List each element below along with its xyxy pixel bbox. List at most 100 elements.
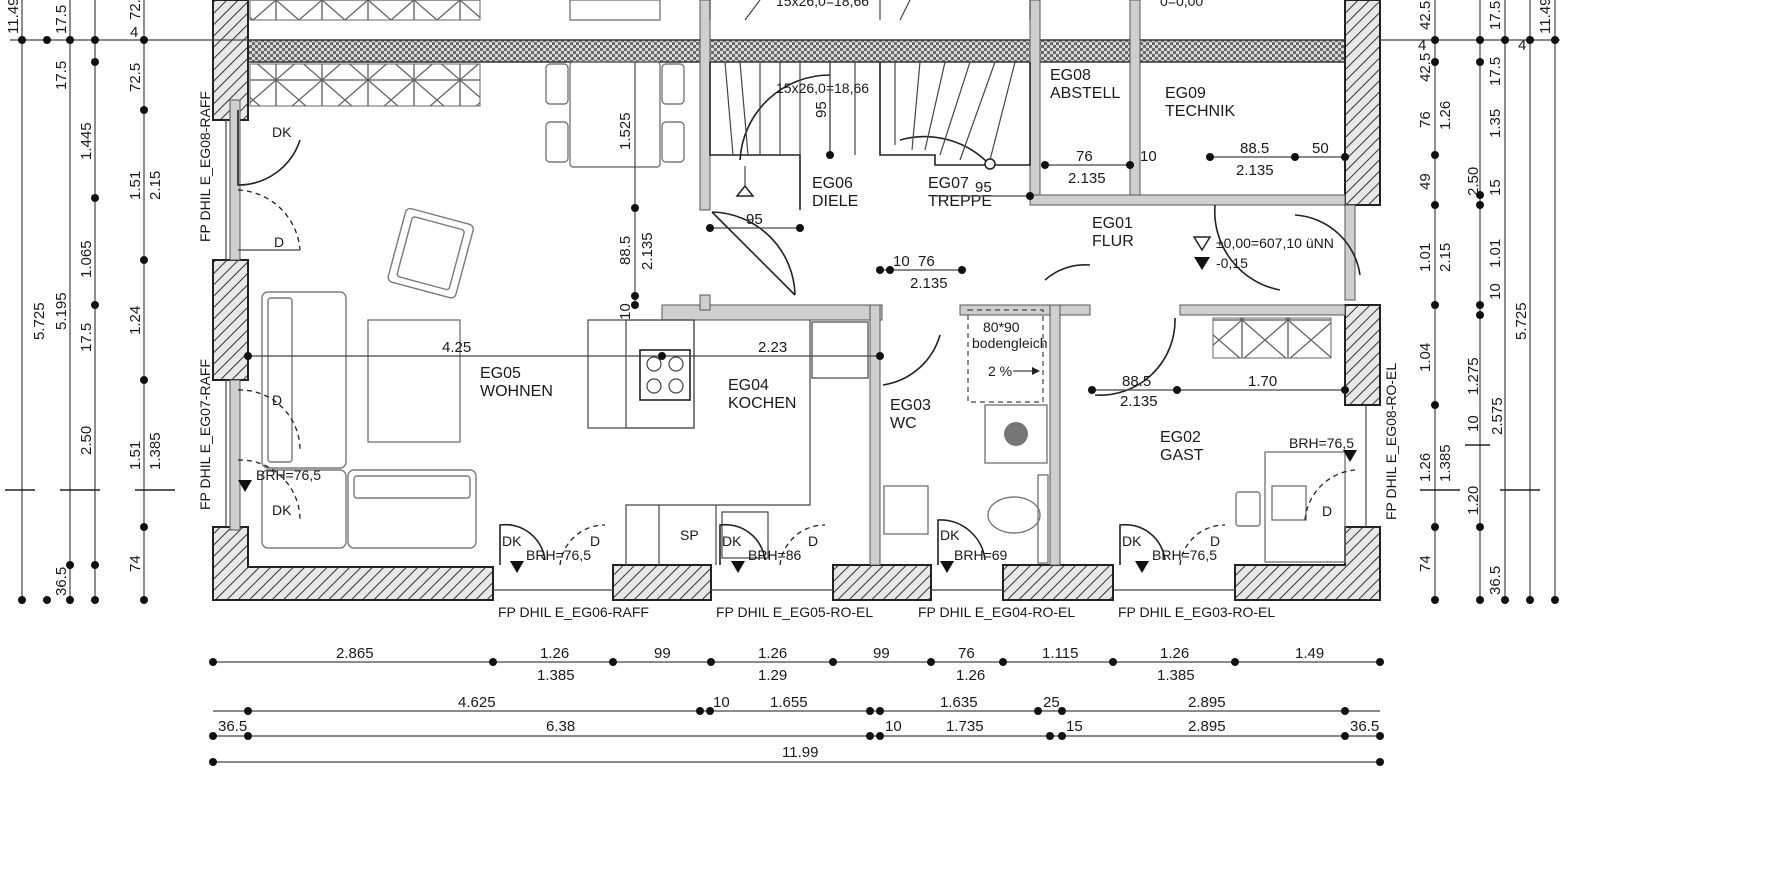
dim-label: 1.635 [940,694,978,711]
dim-label: 95 [813,101,830,118]
room-name-wohnen: WOHNEN [480,383,553,400]
d-label: D [1322,503,1332,519]
dim-label: 1.26 [1437,101,1454,130]
dim-label: 10 [1487,283,1504,300]
dim-label: 1.26 [956,667,985,684]
dim-label: 17.5 [1487,57,1504,86]
dim-label: 6.38 [546,718,575,735]
room-code-treppe: EG07 [928,175,969,192]
dim-label: 95 [746,211,763,228]
room-code-flur: EG01 [1092,215,1133,232]
dim-label: 1.065 [78,240,95,278]
dim-label: 76 [1417,111,1434,128]
dim-label: 17.5 [53,61,70,90]
dim-label: 1.20 [1465,486,1482,515]
dim-label: 4.625 [458,694,496,711]
furniture [249,0,1346,565]
window-label: FP DHIL E_EG04-RO-EL [918,604,1075,620]
room-name-gast: GAST [1160,447,1204,464]
dim-label: 1.385 [537,667,575,684]
room-name-treppe: TREPPE [928,193,992,210]
dim-label: 2.895 [1188,694,1226,711]
dim-label: 2.135 [910,275,948,292]
room-name-kochen: KOCHEN [728,395,796,412]
dim-label: 2.135 [639,232,656,270]
dim-label: 1.525 [617,112,634,150]
dim-label: 42.5 [1417,53,1434,82]
dim-label: 2.895 [1188,718,1226,735]
dim-label: 1.735 [946,718,984,735]
room-name-technik: TECHNIK [1165,103,1236,120]
dim-label: 15 [1066,718,1083,735]
dim-label: 25 [1043,694,1060,711]
dk-label: DK [272,124,292,140]
dim-label: 2.15 [147,171,164,200]
left-dimensions: 11.49 5.725 17.5 5.195 36.5 17.5 1.445 1… [5,0,260,604]
dim-label: 10 [893,253,910,270]
right-dimensions: 42.5 4 42.5 76 1.26 49 1.01 2.15 1.04 1.… [1380,0,1560,604]
window-label: FP DHIL E_EG05-RO-EL [716,604,873,620]
shower-note: 80*90 [983,319,1020,335]
level-note-2: -0,15 [1216,255,1248,271]
dim-label: 2.575 [1489,397,1506,435]
annotations: 15x26,0=18,66 15x26,0=18,66 0=0,00 ±0,00… [197,0,1399,620]
room-name-abstell: ABSTELL [1050,85,1120,102]
room-code-wohnen: EG05 [480,365,521,382]
dim-label: 17.5 [78,323,95,352]
d-label: D [590,533,600,549]
room-code-abstell: EG08 [1050,67,1091,84]
dim-label: 95 [975,179,992,196]
room-code-technik: EG09 [1165,85,1206,102]
dim-label: 5.725 [31,302,48,340]
dim-label: 1.51 [127,441,144,470]
dk-label: DK [272,502,292,518]
dim-label: 1.51 [127,171,144,200]
dim-label: 1.35 [1487,109,1504,138]
storage-note-cut: 0=0,00 [1160,0,1203,9]
dim-label: 36.5 [1350,718,1379,735]
dim-label: 36.5 [218,718,247,735]
room-code-wc: EG03 [890,397,931,414]
d-label: D [274,234,284,250]
dim-label: 72.5 [127,0,144,20]
dim-label: 10 [1140,148,1157,165]
dim-label: 15 [1487,179,1504,196]
dim-label: 11.49 [1537,0,1554,34]
dim-label: 1.385 [1157,667,1195,684]
dim-label: 76 [1076,148,1093,165]
doors-windows [225,110,1367,591]
dim-label: 74 [127,555,144,572]
dim-label: 10 [713,694,730,711]
room-name-wc: WC [890,415,917,432]
dim-label: 72.5 [127,63,144,92]
room-code-gast: EG02 [1160,429,1201,446]
dim-label: 4 [130,24,138,41]
brh-label: BRH=76,5 [526,547,591,563]
interior-dimensions: 1.525 88.5 2.135 10 4.25 2.23 95 95 95 7… [244,62,1349,410]
window-label: FP DHIL E_EG06-RAFF [498,604,649,620]
dim-label: 5.195 [53,292,70,330]
dim-label: 2.50 [1465,167,1482,196]
dim-label: 1.70 [1248,373,1277,390]
dim-label: 10 [885,718,902,735]
dim-label: 2.23 [758,339,787,356]
window-label: FP DHIL E_EG07-RAFF [197,359,213,510]
brh-label: BRH=86 [748,547,802,563]
dim-label: 10 [617,303,634,320]
dim-label: 4 [1418,37,1426,54]
dim-label: 1.01 [1487,239,1504,268]
dim-label: 50 [1312,140,1329,157]
dk-label: DK [722,533,742,549]
slope-note: 2 % [988,363,1012,379]
brh-label: BRH=76,5 [256,467,321,483]
dim-label: 2.865 [336,645,374,662]
room-labels: EG05 WOHNEN EG04 KOCHEN EG06 DIELE EG07 … [480,67,1236,464]
dim-label: 76 [918,253,935,270]
room-code-diele: EG06 [812,175,853,192]
dim-label: 42.5 [1417,1,1434,30]
dim-label: 10 [1465,415,1482,432]
dim-label: 88.5 [1240,140,1269,157]
dim-label: 76 [958,645,975,662]
window-label: FP DHIL E_EG03-RO-EL [1118,604,1275,620]
